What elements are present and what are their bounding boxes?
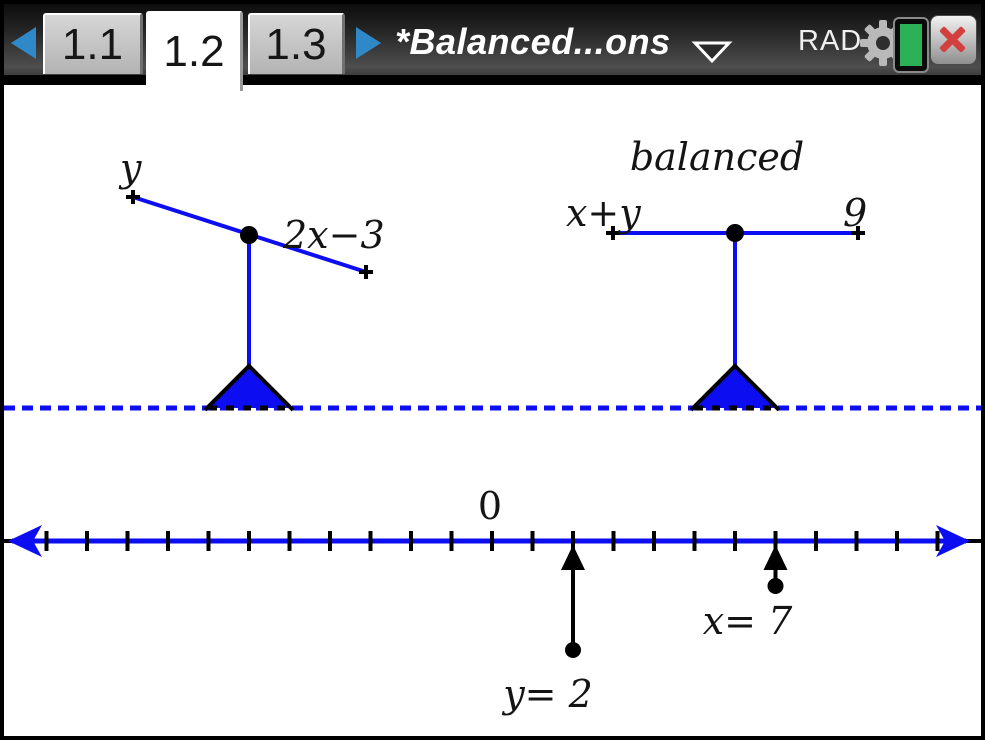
document-menu-chevron-down-icon[interactable] [691,39,733,65]
number-line-left-arrow-icon [8,525,42,557]
left-pan-label[interactable]: x+y [566,191,641,235]
battery-status-icon [893,17,929,73]
left-balance-tilted: y 2x−3 [118,146,385,412]
number-line-markers: y= 2 x= 7 [501,545,793,716]
marker-label: y= 2 [501,672,593,716]
tab-page-1-3[interactable]: 1.3 [248,13,345,74]
number-line-zero-label: 0 [478,484,502,528]
right-balance-pivot-point[interactable] [726,224,744,242]
left-balance-pivot-point[interactable] [240,226,258,244]
document-title-text: *Balanced...ons [395,21,671,62]
settings-gear-icon[interactable] [859,18,907,68]
marker-arrowhead-icon [763,545,788,570]
right-pan-label[interactable]: 9 [843,191,867,235]
right-beam-right-endpoint[interactable] [851,226,865,240]
number-line-right-arrow-icon [936,525,970,557]
marker-arrowhead-icon [561,545,585,570]
number-line-marker[interactable]: x= 7 [703,545,793,643]
marker-point[interactable] [565,642,581,658]
right-fulcrum-edge [689,363,781,412]
right-beam-left-endpoint[interactable] [606,226,620,240]
left-beam-left-endpoint[interactable] [126,190,140,204]
tab-page-1-2[interactable]: 1.2 [146,11,243,91]
page-back-icon[interactable] [11,27,36,59]
balanced-caption[interactable]: balanced [630,135,804,179]
number-line[interactable]: 0 y= 2 x= 7 [4,484,981,716]
number-line-marker[interactable]: y= 2 [501,545,593,716]
tab-page-1-1[interactable]: 1.1 [43,13,143,74]
tab-label: 1.2 [163,27,225,76]
page-forward-icon[interactable] [356,27,381,59]
marker-label: x= 7 [703,599,793,643]
right-balance-fulcrum[interactable] [693,366,777,408]
left-fulcrum-edge [203,363,295,412]
right-balance-level: balanced x+y 9 [566,135,867,412]
top-bar-divider [3,75,982,85]
close-document-button[interactable] [930,15,977,65]
right-pan-label[interactable]: 2x−3 [282,213,385,257]
left-beam-right-endpoint[interactable] [359,265,373,279]
left-balance-fulcrum[interactable] [207,366,291,408]
marker-point[interactable] [767,578,784,594]
tab-label: 1.3 [265,19,327,69]
top-bar: 1.1 1.2 1.3 *Balanced...ons RAD [3,3,982,91]
left-pan-label[interactable]: y [118,146,142,190]
document-title[interactable]: *Balanced...ons [395,19,671,65]
number-line-ticks [44,531,940,551]
tab-label: 1.1 [61,19,124,69]
angle-mode-indicator: RAD [798,25,863,57]
